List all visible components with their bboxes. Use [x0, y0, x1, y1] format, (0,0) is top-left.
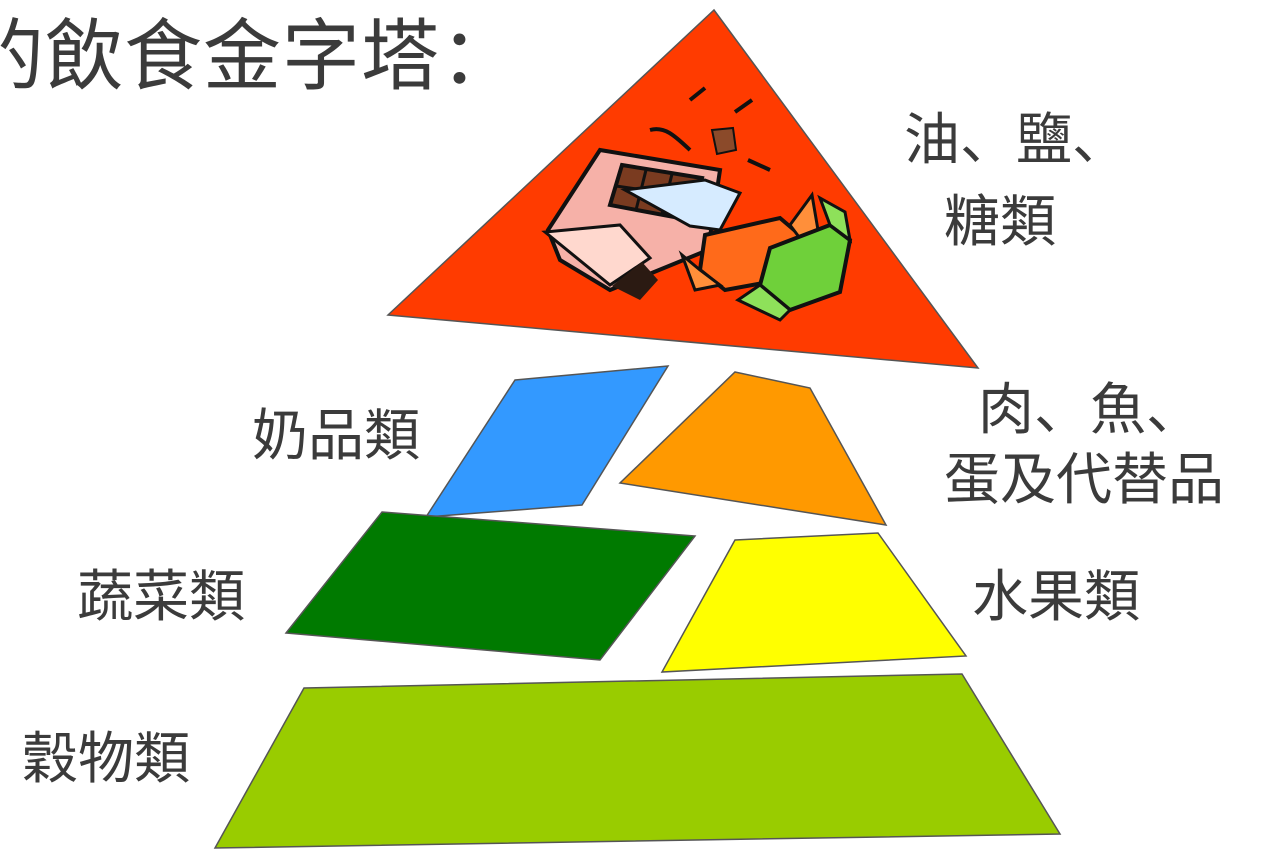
label-meat-line1: 肉、魚、	[978, 378, 1202, 443]
tier-meat-fish-eggs	[618, 371, 888, 526]
label-oil-salt-sugar-line2: 糖類	[944, 190, 1056, 255]
tier-vegetables	[284, 511, 697, 661]
label-fruit: 水果類	[972, 565, 1140, 630]
tier-grains	[213, 673, 1062, 849]
page-title: 的飲食金字塔：	[0, 12, 520, 102]
label-grains: 穀物類	[22, 727, 190, 792]
sweets-icon	[541, 86, 853, 322]
label-meat-line2: 蛋及代替品	[944, 448, 1224, 513]
label-vegetables: 蔬菜類	[77, 565, 245, 630]
tier-dairy	[424, 365, 670, 518]
label-dairy: 奶品類	[252, 404, 420, 469]
tier-fruit	[660, 532, 968, 673]
label-oil-salt-sugar-line1: 油、鹽、	[904, 108, 1128, 173]
